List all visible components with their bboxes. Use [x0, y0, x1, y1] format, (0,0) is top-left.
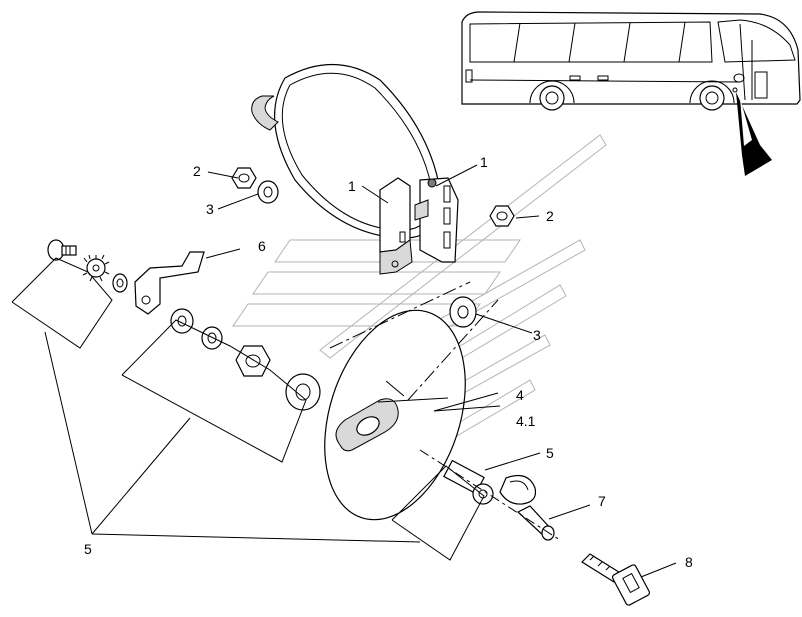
washer-right — [449, 296, 477, 328]
nut-upper-right — [489, 205, 515, 227]
hinge-bracket-left — [379, 177, 413, 275]
callout-5b: 5 — [84, 541, 92, 557]
callout-1a: 1 — [480, 154, 488, 170]
leader-lines — [205, 164, 677, 578]
callout-1b: 1 — [348, 178, 356, 194]
lock-clip — [499, 475, 537, 505]
callout-8: 8 — [685, 554, 693, 570]
callout-2b: 2 — [546, 208, 554, 224]
hinge-bracket-right — [414, 177, 459, 263]
callout-5a: 5 — [546, 445, 554, 461]
locking-lever — [134, 251, 205, 315]
screw-left — [47, 239, 77, 261]
lockwasher-middle — [201, 326, 223, 350]
washer-middle-1 — [170, 308, 194, 334]
washer-upper-left — [257, 180, 279, 204]
lock-cover — [516, 505, 555, 541]
callout-7: 7 — [598, 493, 606, 509]
callout-6: 6 — [258, 238, 266, 254]
nut-upper-left — [231, 167, 257, 189]
washer-small-left — [112, 273, 128, 293]
callout-4: 4 — [516, 387, 524, 403]
washer-large — [285, 373, 321, 411]
bus-illustration — [461, 11, 801, 176]
callout-labels: 1 1 2 2 3 3 4 4.1 5 5 6 7 8 — [84, 154, 693, 570]
mounting-plate — [324, 309, 466, 521]
callout-4-1: 4.1 — [516, 413, 536, 429]
callout-3a: 3 — [206, 201, 214, 217]
hex-nut-large — [235, 345, 271, 377]
lock-cylinder — [443, 459, 494, 505]
key — [581, 553, 651, 606]
group-bracket-lines — [11, 257, 485, 561]
toothed-lockwasher — [82, 254, 110, 282]
callout-3b: 3 — [533, 327, 541, 343]
fuel-flap-door — [251, 63, 442, 239]
callout-2a: 2 — [193, 163, 201, 179]
